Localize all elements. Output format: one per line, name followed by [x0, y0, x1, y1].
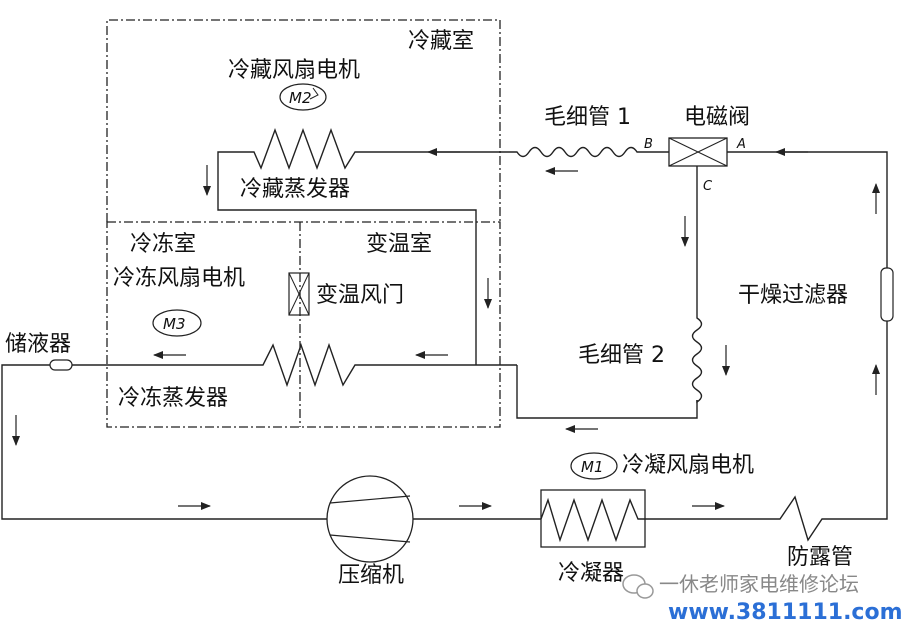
- watermark-url: www.3811111.com: [668, 600, 903, 625]
- refrigerator-evaporator: [217, 127, 512, 365]
- dryer-filter-icon: [880, 267, 894, 322]
- condenser-fan-motor: M1: [570, 452, 618, 480]
- dryer-filter-label: 干燥过滤器: [738, 283, 848, 308]
- solenoid-valve-label: 电磁阀: [684, 105, 750, 130]
- freezer-room-label: 冷冻室: [130, 232, 196, 257]
- freezer-evaporator: [72, 342, 698, 419]
- accumulator: [49, 359, 73, 371]
- variable-damper-label: 变温风门: [316, 283, 404, 308]
- filter-to-valve-line: [727, 151, 888, 268]
- variable-room-label: 变温室: [366, 232, 432, 257]
- anti-dew-pipe-label: 防露管: [787, 545, 853, 570]
- refrigerator-fan-motor-label: 冷藏风扇电机: [228, 58, 360, 83]
- capillary-tube-2: [691, 166, 703, 404]
- port-c-label: C: [703, 179, 713, 194]
- compressor-label: 压缩机: [338, 563, 404, 588]
- flow-arrows: [12, 148, 880, 510]
- freezer-compartment: [106, 221, 501, 428]
- watermark: 一休老师家电维修论坛 www.3811111.com: [622, 572, 903, 625]
- refrigerator-room-label: 冷藏室: [408, 29, 474, 54]
- freezer-fan-motor-label: 冷冻风扇电机: [113, 266, 245, 291]
- capillary-1-label: 毛细管 1: [544, 105, 631, 130]
- refrigerator-compartment: [106, 19, 501, 222]
- refrigerator-evaporator-label: 冷藏蒸发器: [240, 177, 350, 202]
- accumulator-label: 储液器: [5, 332, 71, 357]
- refrigerator-fan-motor: M2: [279, 83, 327, 111]
- variable-damper-icon: [288, 272, 310, 316]
- capillary-2-label: 毛细管 2: [578, 343, 665, 368]
- watermark-text: 一休老师家电维修论坛: [659, 572, 859, 596]
- compressor-icon: [326, 475, 414, 563]
- freezer-fan-motor: M3: [152, 309, 202, 337]
- anti-dew-pipe: [645, 321, 888, 542]
- freezer-evaporator-label: 冷冻蒸发器: [118, 386, 228, 411]
- port-a-label: A: [736, 137, 746, 152]
- solenoid-valve-icon: [668, 137, 728, 167]
- motor-m1-label: M1: [581, 458, 604, 476]
- motor-m2-label: M2: [289, 89, 312, 107]
- capillary-tube-1: [512, 146, 669, 158]
- port-b-label: B: [644, 137, 653, 152]
- suction-line: [1, 364, 327, 520]
- motor-m3-label: M3: [163, 315, 186, 333]
- wechat-logo-icon: [622, 574, 654, 599]
- condenser-fan-motor-label: 冷凝风扇电机: [622, 453, 754, 478]
- condenser-icon: [540, 489, 646, 548]
- condenser-label: 冷凝器: [558, 561, 624, 586]
